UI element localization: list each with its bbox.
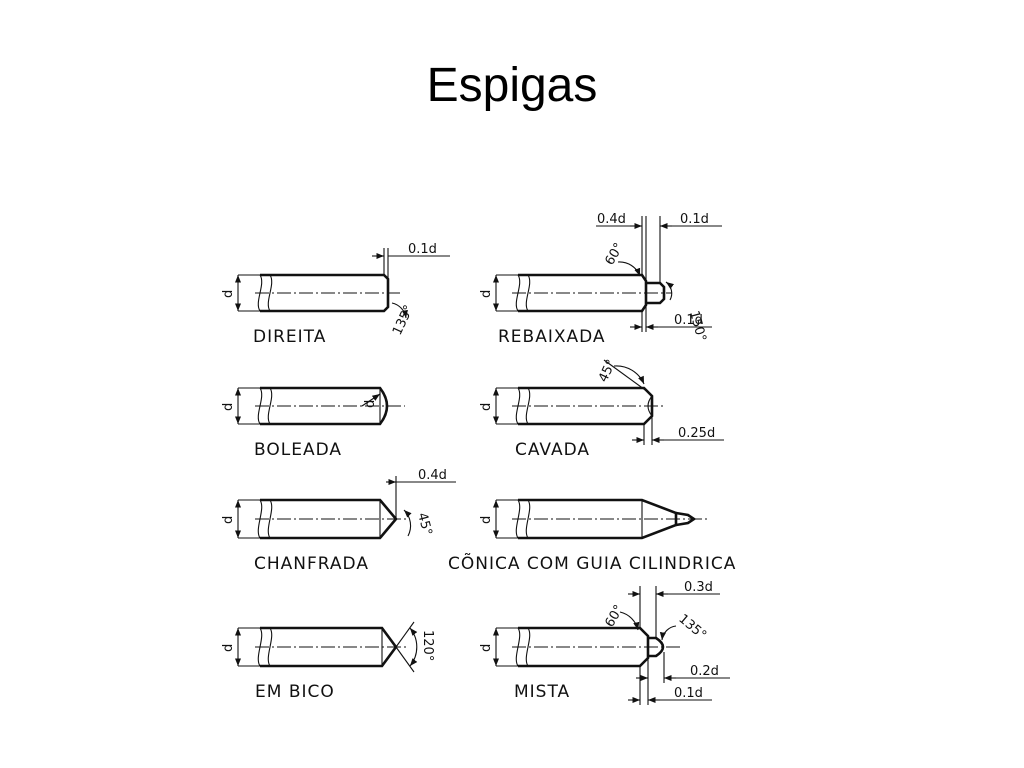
caption-rebaixada: REBAIXADA xyxy=(498,327,606,347)
d-label: d xyxy=(479,290,494,298)
dim-0-3d: 0.3d xyxy=(684,580,713,595)
dim-120: 120° xyxy=(420,630,435,661)
caption-em-bico: EM BICO xyxy=(255,682,335,702)
dim-135: 135° xyxy=(390,303,417,338)
dim-135: 135° xyxy=(675,612,709,644)
dim-0-25d: 0.25d xyxy=(678,426,715,441)
d-label: d xyxy=(479,644,494,652)
dim-0-1d: 0.1d xyxy=(674,686,703,701)
d-label: d xyxy=(221,403,236,411)
dim-0-2d: 0.2d xyxy=(690,664,719,679)
figure-rebaixada: d 0.4d 0.1d 60° 150° 0.1d REBAIXADA xyxy=(479,212,722,347)
figure-direita: d 0.1d 135° DIREITA xyxy=(221,242,450,347)
figure-cavada: d 45° 0.25d CAVADA xyxy=(479,357,724,460)
dim-0-1d: 0.1d xyxy=(408,242,437,257)
dim-0-1d-bottom: 0.1d xyxy=(674,313,703,328)
caption-cavada: CAVADA xyxy=(515,440,590,460)
caption-mista: MISTA xyxy=(514,682,570,702)
figure-chanfrada: d 0.4d 45° CHANFRADA xyxy=(221,468,456,574)
dim-0-4d: 0.4d xyxy=(597,212,626,227)
caption-direita: DIREITA xyxy=(253,327,326,347)
slide-title: Espigas xyxy=(426,59,598,112)
figure-conica-guia: d CÕNICA COM GUIA CILINDRICA xyxy=(448,498,736,574)
dim-60: 60° xyxy=(602,241,627,268)
d-label: d xyxy=(479,403,494,411)
caption-boleada: BOLEADA xyxy=(254,440,342,460)
dim-0-1d-top: 0.1d xyxy=(680,212,709,227)
caption-conica: CÕNICA COM GUIA CILINDRICA xyxy=(448,552,736,574)
d-label: d xyxy=(221,516,236,524)
figure-mista: d 0.3d 60° 135° 0.2d 0.1d MISTA xyxy=(479,580,730,705)
dim-60: 60° xyxy=(602,603,627,630)
dim-d-radius: d xyxy=(363,400,378,408)
dim-45: 45° xyxy=(596,357,619,384)
d-label: d xyxy=(221,644,236,652)
dim-0-4d: 0.4d xyxy=(418,468,447,483)
figure-em-bico: d 120° EM BICO xyxy=(221,621,435,702)
figure-boleada: d d BOLEADA xyxy=(221,386,405,460)
d-label: d xyxy=(479,516,494,524)
dim-45: 45° xyxy=(414,511,434,537)
d-label: d xyxy=(221,290,236,298)
caption-chanfrada: CHANFRADA xyxy=(254,554,369,574)
